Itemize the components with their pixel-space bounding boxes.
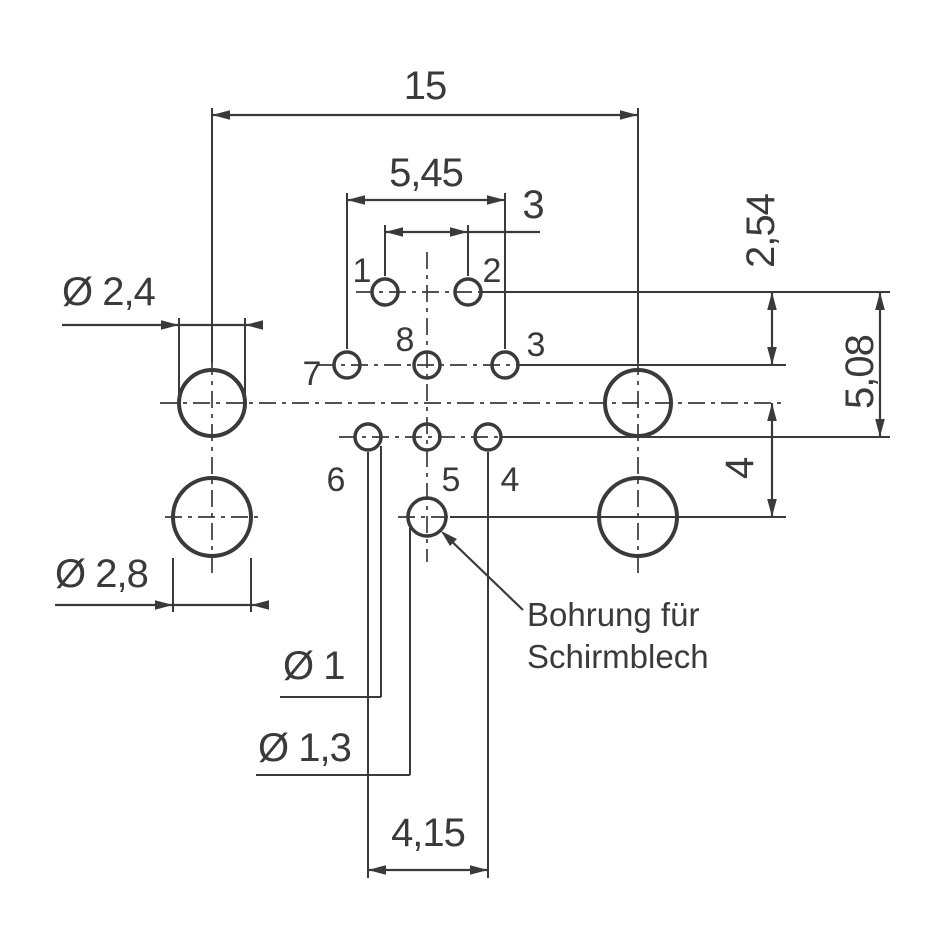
shield-plate-hole	[406, 496, 448, 538]
arrow-icon	[347, 195, 365, 205]
annotation: Bohrung für Schirmblech	[527, 596, 709, 675]
dimension-labels: 15 5,45 3 2,54 5,08 4 Ø 2,4 Ø 2,8 Ø 1 Ø …	[55, 64, 882, 855]
pin-hole-8	[412, 350, 442, 380]
arrow-icon	[487, 195, 505, 205]
arrow-icon	[767, 403, 777, 421]
dim-label-top-row-width: 3	[522, 183, 543, 227]
pin-number-labels: 1 2 8 7 3 6 5 4	[303, 252, 546, 499]
arrow-icon	[767, 347, 777, 365]
mounting-hole-bottom-left	[171, 476, 253, 558]
dim-label-overall-width: 15	[404, 64, 447, 108]
arrow-icon	[368, 865, 386, 875]
dim-label-shield-hole-dia: Ø 1,3	[258, 726, 351, 770]
dim-label-lower-mounting-dia: Ø 2,8	[55, 552, 148, 596]
pin-label-3: 3	[527, 326, 546, 364]
mounting-hole-top-right	[603, 368, 673, 438]
pin-hole-5	[412, 422, 442, 452]
arrow-icon	[245, 320, 263, 330]
pin-hole-4	[473, 422, 503, 452]
annotation-arrow-icon	[441, 531, 457, 546]
centerlines	[160, 252, 785, 578]
pin-label-2: 2	[483, 252, 502, 290]
arrowheads	[155, 110, 885, 875]
annotation-line-2: Schirmblech	[527, 638, 709, 675]
mounting-hole-bottom-right	[597, 476, 679, 558]
arrow-icon	[450, 227, 468, 237]
pin-hole-7	[332, 350, 362, 380]
dim-label-double-row-spacing: 5,08	[838, 335, 882, 409]
contact-holes	[332, 277, 520, 538]
arrow-icon	[875, 419, 885, 437]
leader-line-annotation	[442, 532, 524, 611]
annotation-line-1: Bohrung für	[527, 596, 699, 633]
dim-label-bottom-row-width: 4,15	[391, 811, 465, 855]
pin-hole-3	[490, 350, 520, 380]
pin-label-6: 6	[327, 461, 346, 499]
dim-label-upper-mounting-dia: Ø 2,4	[62, 270, 156, 314]
arrow-icon	[212, 110, 230, 120]
arrow-icon	[620, 110, 638, 120]
pin-hole-2	[453, 277, 483, 307]
pin-label-8: 8	[396, 321, 415, 359]
arrow-icon	[385, 227, 403, 237]
dim-label-shield-hole-offset: 4	[718, 457, 762, 479]
pin-hole-1	[370, 277, 400, 307]
mounting-hole-top-left	[177, 368, 247, 438]
arrow-icon	[155, 600, 173, 610]
arrow-icon	[767, 292, 777, 310]
mounting-holes	[171, 368, 679, 558]
pin-label-1: 1	[353, 252, 372, 290]
arrow-icon	[251, 600, 269, 610]
arrow-icon	[161, 320, 179, 330]
pin-label-5: 5	[442, 461, 461, 499]
arrow-icon	[767, 499, 777, 517]
dim-label-row-spacing: 2,54	[739, 193, 783, 268]
extension-lines	[172, 108, 890, 878]
pin-label-4: 4	[501, 461, 520, 499]
arrow-icon	[470, 865, 488, 875]
pin-label-7: 7	[303, 355, 322, 393]
pin-hole-6	[353, 422, 383, 452]
dim-label-middle-row-width: 5,45	[389, 151, 463, 195]
arrow-icon	[875, 292, 885, 310]
dim-label-contact-hole-dia: Ø 1	[283, 644, 344, 688]
